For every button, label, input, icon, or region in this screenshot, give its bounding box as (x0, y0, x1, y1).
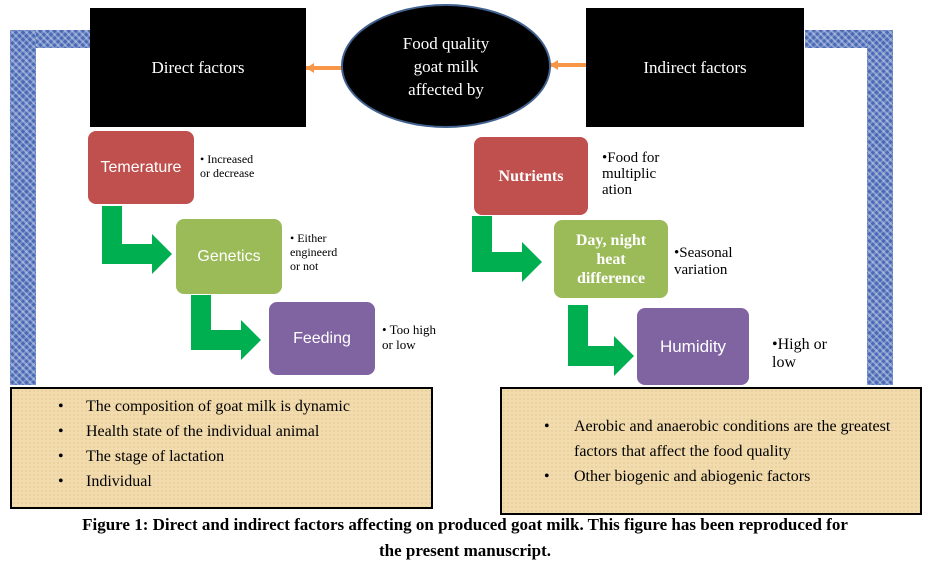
box-temperature: Temerature (88, 131, 194, 204)
left-info-panel: The composition of goat milk is dynamic … (10, 387, 433, 509)
arrow-genetics-to-feeding (191, 295, 261, 360)
note-feeding: • Too high or low (382, 322, 436, 352)
box-nutrients: Nutrients (474, 137, 588, 215)
box-humidity: Humidity (637, 308, 749, 385)
figure-caption: Figure 1: Direct and indirect factors af… (82, 515, 848, 560)
nutrients-label: Nutrients (498, 167, 564, 185)
box-genetics: Genetics (176, 219, 282, 294)
note-nutrients: •Food for multiplic ation (602, 150, 660, 198)
arrow-temperature-to-genetics (102, 206, 172, 274)
list-item: The stage of lactation (12, 448, 431, 473)
right-bracket-side (867, 30, 893, 385)
direct-factors-label: Direct factors (151, 57, 245, 77)
left-info-list: The composition of goat milk is dynamic … (12, 389, 431, 498)
arrow-nutrients-to-daynight (472, 216, 542, 282)
arrow-daynight-to-humidity (568, 305, 634, 376)
right-info-panel: Aerobic and anaerobic conditions are the… (500, 387, 922, 515)
note-temperature: • Increased or decrease (200, 152, 255, 180)
right-connector-head (550, 60, 558, 70)
humidity-label: Humidity (659, 336, 727, 356)
right-info-list: Aerobic and anaerobic conditions are the… (502, 389, 920, 489)
left-connector-head (306, 63, 314, 73)
indirect-factors-header: Indirect factors (586, 8, 804, 127)
center-ellipse: Food quality goat milk affected by (341, 4, 551, 128)
day-night-label: Day, night heat difference (575, 231, 647, 287)
list-item: Individual (12, 473, 431, 498)
direct-factors-header: Direct factors (90, 8, 306, 127)
note-day-night: •Seasonal variation (674, 245, 733, 278)
genetics-label: Genetics (197, 247, 261, 265)
center-ellipse-label: Food quality goat milk affected by (402, 33, 490, 99)
temperature-label: Temerature (100, 158, 182, 176)
feeding-label: Feeding (293, 329, 351, 347)
box-day-night: Day, night heat difference (554, 220, 668, 298)
list-item: The composition of goat milk is dynamic (12, 398, 431, 423)
list-item: Health state of the individual animal (12, 423, 431, 448)
note-humidity: •High or low (772, 336, 827, 371)
list-item: Aerobic and anaerobic conditions are the… (502, 414, 920, 464)
indirect-factors-label: Indirect factors (643, 57, 747, 77)
note-genetics: • Either engineerd or not (290, 231, 338, 273)
list-item: Other biogenic and abiogenic factors (502, 464, 920, 489)
box-feeding: Feeding (269, 302, 375, 375)
left-bracket-side (10, 30, 36, 385)
